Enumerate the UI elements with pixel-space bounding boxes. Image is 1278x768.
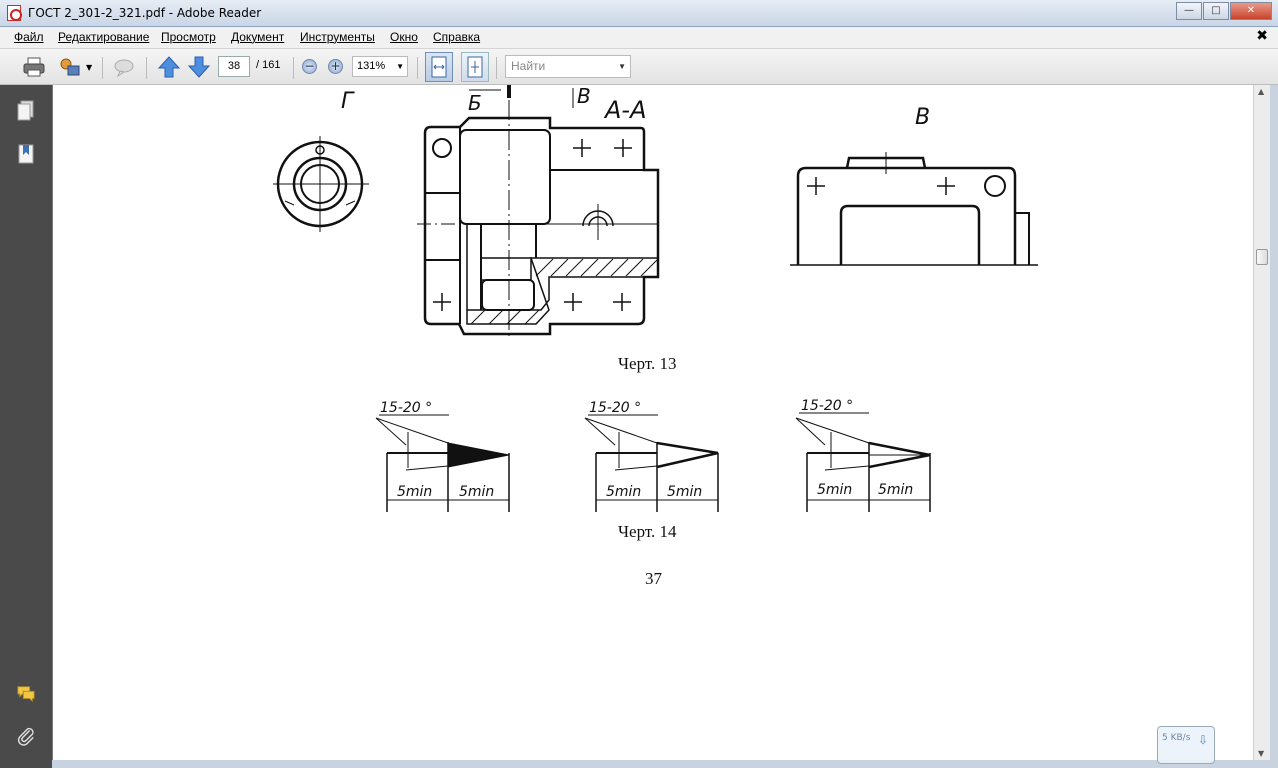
comment-cloud-icon[interactable] [112,55,136,79]
minimize-button[interactable]: — [1176,2,1202,20]
scroll-up-icon[interactable]: ▲ [1258,87,1265,96]
arrow-variant-3 [795,412,931,512]
dim-label-2b: 5min [667,484,702,500]
dim-label-2a: 5min [606,484,641,500]
pages-icon[interactable] [16,100,36,122]
zoom-in-button[interactable]: + [328,59,343,74]
arrow-variant-2 [584,414,719,512]
toolbar: ▼ 38 / 161 − + 131% ▼ Найти ▼ [0,49,1278,85]
bookmarks-icon[interactable] [16,143,36,165]
toolbar-separator [417,57,418,79]
page-number-input[interactable]: 38 [218,56,250,77]
angle-label-2: 15-20 ° [589,400,641,416]
menu-view[interactable]: Просмотр [161,30,216,44]
view-g-drawing [273,136,369,232]
speed-text: 5 KB/s [1162,733,1191,743]
pdf-icon [7,5,22,21]
angle-label-1: 15-20 ° [380,400,432,416]
label-section-aa: А-А [603,96,647,124]
close-document-icon[interactable]: ✖ [1256,28,1268,44]
figure-caption-14: Черт. 14 [618,522,677,541]
menu-document[interactable]: Документ [231,30,285,44]
arrow-variant-1 [375,414,510,512]
menu-edit[interactable]: Редактирование [58,30,150,44]
label-arrow-v: В [577,85,591,108]
close-button[interactable]: ✕ [1230,2,1272,20]
chevron-down-icon: ▼ [618,62,626,71]
window-frame-right [1270,85,1278,768]
attachments-icon[interactable] [16,725,36,747]
vertical-scrollbar[interactable]: ▲ ▼ [1253,85,1270,760]
toolbar-separator [146,57,147,79]
previous-page-icon[interactable] [157,55,181,79]
toolbar-separator [102,57,103,79]
download-arrow-icon: ⇩ [1197,733,1208,747]
label-view-b: Б [468,91,482,115]
find-placeholder: Найти [511,59,546,73]
navigation-pane [0,85,52,768]
print-icon[interactable] [22,55,46,79]
fit-width-button[interactable] [425,52,453,82]
window-frame-bottom [52,760,1278,768]
scroll-down-icon[interactable]: ▼ [1258,749,1265,758]
page-total: / 161 [256,59,281,71]
find-input[interactable]: Найти ▼ [505,55,631,78]
menu-bar: Файл Редактирование Просмотр Документ Ин… [0,27,1278,49]
view-v-drawing [790,152,1038,266]
section-aa-drawing [417,85,660,340]
dim-label-1a: 5min [397,484,432,500]
label-view-g: Г [341,89,355,114]
zoom-select[interactable]: 131% ▼ [352,56,408,77]
maximize-button[interactable]: □ [1203,2,1229,20]
speed-widget: 5 KB/s ⇩ [1157,726,1215,764]
figure-caption-13: Черт. 13 [618,354,677,373]
technical-drawing: Г Б В А-А В 15-20 ° 15-20 ° 15-20 ° 5min… [273,85,1038,512]
zoom-value: 131% [357,60,386,72]
dim-label-3a: 5min [817,482,852,498]
share-icon[interactable] [58,55,82,79]
fit-page-button[interactable] [461,52,489,82]
dim-label-3b: 5min [878,482,913,498]
window-title: ГОСТ 2_301-2_321.pdf - Adobe Reader [28,6,262,20]
zoom-out-button[interactable]: − [302,59,317,74]
page-number: 37 [645,569,662,588]
document-view[interactable]: Г Б В А-А В 15-20 ° 15-20 ° 15-20 ° 5min… [52,85,1253,760]
next-page-icon[interactable] [187,55,211,79]
menu-help[interactable]: Справка [433,30,481,44]
comments-icon[interactable] [16,683,36,705]
title-bar: ГОСТ 2_301-2_321.pdf - Adobe Reader — □ … [0,0,1278,27]
menu-file[interactable]: Файл [14,30,44,44]
dim-label-1b: 5min [459,484,494,500]
menu-window[interactable]: Окно [390,30,418,44]
fit-page-icon [467,56,483,78]
fit-width-icon [431,56,447,78]
toolbar-separator [293,57,294,79]
window-controls: — □ ✕ [1175,2,1272,20]
angle-label-3: 15-20 ° [801,398,853,414]
menu-tools[interactable]: Инструменты [300,30,375,44]
label-view-v: В [915,105,930,130]
scrollbar-thumb[interactable] [1256,249,1268,265]
share-dropdown-icon[interactable]: ▼ [86,63,93,72]
toolbar-separator [496,57,497,79]
chevron-down-icon: ▼ [396,62,404,71]
